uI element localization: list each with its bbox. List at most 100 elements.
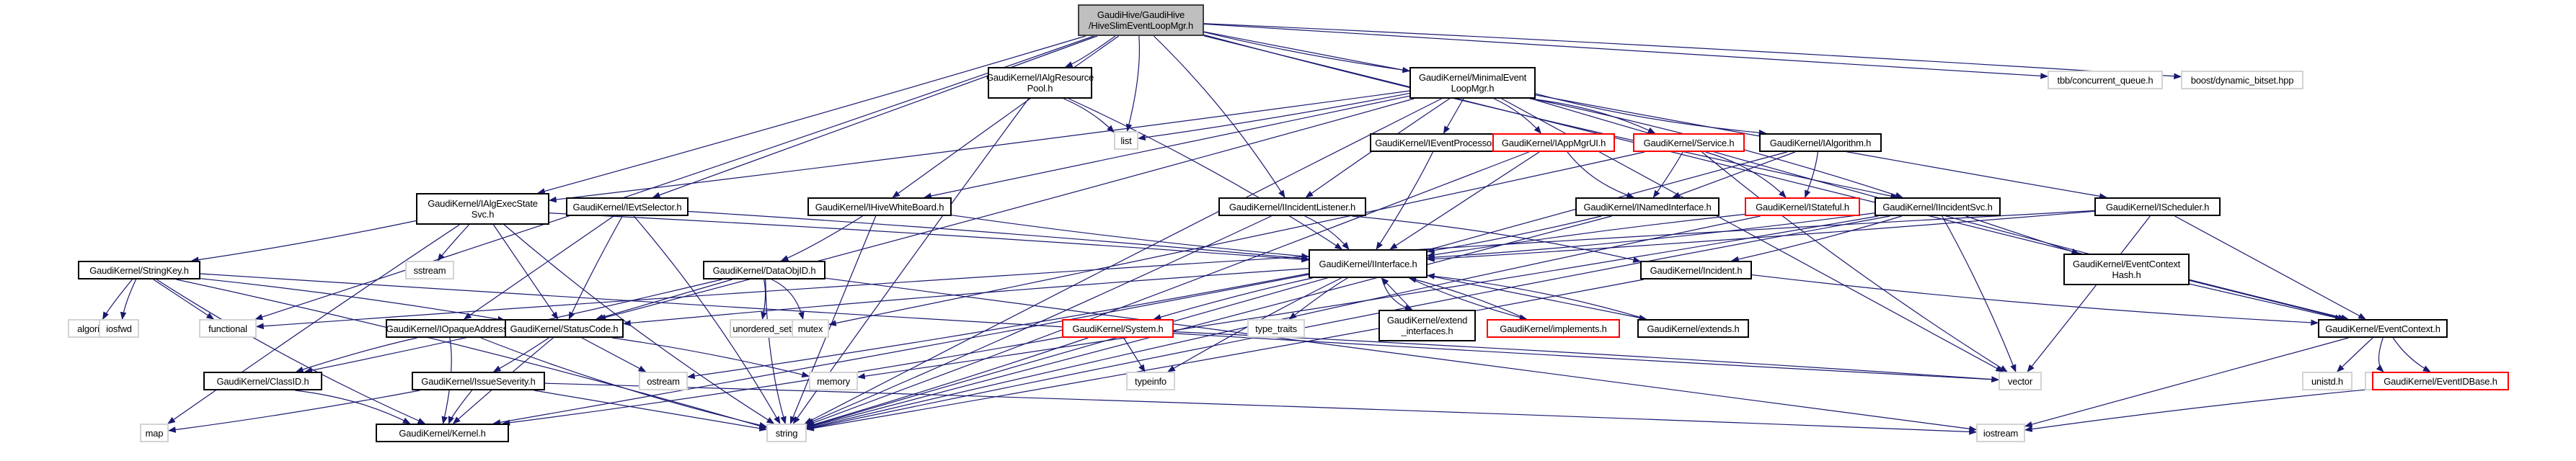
node-algorithm: algorithm [68, 319, 124, 338]
edge-iopaque-to-classid [295, 337, 417, 373]
edge-root-to-iinclist [1153, 35, 1285, 198]
edge-dataobjid-to-iostream [825, 277, 1978, 432]
node-ihivewb[interactable]: GaudiKernel/IHiveWhiteBoard.h [807, 197, 952, 216]
edge-iinclist-to-incident [1352, 215, 1642, 263]
edge-iincsvc-to-vector [1942, 215, 2017, 373]
edge-ischeduler-to-vector [2027, 215, 2151, 372]
edge-root-to-ihivewb [892, 35, 1120, 198]
edge-eventcontext-to-unistd [2336, 337, 2373, 372]
node-ialgexec[interactable]: GaudiKernel/IAlgExecState Svc.h [416, 193, 549, 225]
edge-ialgexec-to-map [167, 224, 460, 424]
edge-dataobjid-to-unordered_set [761, 279, 767, 321]
edge-classid-to-kernel [295, 390, 411, 424]
edge-ialgexec-to-sstream [437, 224, 469, 261]
node-memory: memory [809, 372, 858, 390]
node-ischeduler[interactable]: GaudiKernel/IScheduler.h [2094, 197, 2221, 216]
node-iinterface[interactable]: GaudiKernel/IInterface.h [1309, 249, 1428, 278]
node-inamed[interactable]: GaudiKernel/INamedInterface.h [1575, 197, 1719, 216]
node-eventcontext[interactable]: GaudiKernel/EventContext.h [2318, 319, 2448, 338]
node-ialgorithm[interactable]: GaudiKernel/IAlgorithm.h [1759, 133, 1882, 152]
node-type_traits: type_traits [1247, 319, 1305, 338]
edge-iincsvc-to-string [805, 215, 1890, 431]
node-istateful[interactable]: GaudiKernel/IStateful.h [1745, 197, 1860, 216]
node-iincsvc[interactable]: GaudiKernel/IIncidentSvc.h [1875, 197, 2001, 216]
edge-ihivewb-to-dataobjid [780, 215, 863, 261]
node-ostream: ostream [639, 372, 688, 390]
edge-iappmgrui-to-inamed [1567, 151, 1635, 198]
node-stringkey[interactable]: GaudiKernel/StringKey.h [78, 261, 200, 279]
edge-issuesev-to-map [167, 390, 420, 433]
edge-ievtsel-to-statuscode [568, 215, 623, 320]
edge-istateful-to-iinterface [1426, 213, 1745, 258]
edge-service-to-mutex [828, 151, 1645, 326]
node-extends[interactable]: GaudiKernel/extends.h [1637, 319, 1749, 338]
edge-iinterface-to-kernel [492, 274, 1309, 426]
edge-iinterface-to-extends [1427, 274, 1647, 321]
node-vector: vector [1999, 372, 2042, 390]
node-iappmgrui[interactable]: GaudiKernel/IAppMgrUI.h [1492, 133, 1615, 152]
edge-dataobjid-to-mutex [771, 279, 805, 321]
node-classid[interactable]: GaudiKernel/ClassID.h [203, 372, 322, 390]
edge-incident-to-eventcontext [1751, 274, 2319, 326]
edge-ischeduler-to-iinterface [1426, 210, 2095, 262]
edge-ischeduler-to-functional [255, 210, 2095, 330]
node-iosfwd: iosfwd [99, 319, 139, 338]
edge-algrespool-to-list [1063, 98, 1115, 133]
edge-minimal-to-list [1137, 92, 1410, 141]
edge-stringkey-to-algorithm [102, 279, 133, 320]
node-iinclist[interactable]: GaudiKernel/IIncidentListener.h [1218, 197, 1366, 216]
edge-issuesev-to-iostream [544, 382, 1978, 435]
edge-stringkey-to-statuscode [200, 278, 506, 323]
node-ievtsel[interactable]: GaudiKernel/IEvtSelector.h [566, 197, 689, 216]
node-functional: functional [199, 319, 257, 338]
edge-root-to-ievtsel [652, 35, 1098, 198]
edge-statuscode-to-memory [611, 337, 810, 378]
node-unistd: unistd.h [2302, 372, 2353, 390]
edge-ihivewb-to-string [789, 215, 877, 424]
edge-extendif-to-iinterface [1381, 277, 1412, 310]
edge-dataobjid-to-string [765, 279, 787, 425]
edge-statuscode-to-ostream [581, 337, 647, 372]
node-iopaque[interactable]: GaudiKernel/IOpaqueAddress.h [386, 319, 515, 338]
edge-root-to-algrespool [1064, 35, 1116, 68]
node-minimal[interactable]: GaudiKernel/MinimalEvent LoopMgr.h [1409, 67, 1536, 99]
edge-eventidbase-to-iostream [2024, 388, 2373, 432]
node-eventidbase[interactable]: GaudiKernel/EventIDBase.h [2372, 372, 2509, 390]
edge-evctxhash-to-eventcontext [2189, 283, 2343, 321]
edge-system-to-kernel [502, 336, 1063, 426]
node-issuesev[interactable]: GaudiKernel/IssueSeverity.h [412, 372, 545, 390]
node-string: string [766, 424, 807, 442]
edge-iinclist-to-string [806, 215, 1272, 425]
edge-iinterface-to-statuscode [622, 268, 1309, 326]
edge-minimal-to-statuscode [598, 98, 1415, 321]
node-kernel[interactable]: GaudiKernel/Kernel.h [376, 424, 509, 442]
edge-root-to-iincsvc [1203, 34, 1899, 200]
node-system[interactable]: GaudiKernel/System.h [1062, 319, 1174, 338]
node-implements[interactable]: GaudiKernel/implements.h [1487, 319, 1620, 338]
node-typeinfo: typeinfo [1126, 372, 1175, 390]
edge-ischeduler-to-eventcontext [2174, 215, 2366, 320]
node-tbb: tbb/concurrent_queue.h [2048, 71, 2163, 89]
edge-ialgorithm-to-istateful [1805, 151, 1818, 199]
node-dataobjid[interactable]: GaudiKernel/DataObjID.h [703, 261, 826, 279]
node-iostream: iostream [1976, 424, 2025, 442]
edge-ialgexec-to-string [503, 224, 775, 424]
node-map: map [140, 424, 169, 442]
node-ievtproc[interactable]: GaudiKernel/IEventProcessor.h [1370, 133, 1507, 152]
node-algrespool[interactable]: GaudiKernel/IAlgResource Pool.h [986, 67, 1094, 99]
edge-ialgexec-to-statuscode [492, 224, 559, 320]
node-service[interactable]: GaudiKernel/Service.h [1633, 133, 1745, 152]
node-statuscode[interactable]: GaudiKernel/StatusCode.h [505, 319, 624, 338]
edge-istateful-to-string [805, 215, 1761, 430]
node-evctxhash[interactable]: GaudiKernel/EventContext Hash.h [2063, 254, 2190, 285]
node-extendif[interactable]: GaudiKernel/extend _interfaces.h [1378, 310, 1476, 341]
edge-issuesev-to-string [534, 390, 768, 431]
node-root[interactable]: GaudiHive/GaudiHive /HiveSlimEventLoopMg… [1078, 4, 1204, 36]
edge-ievtproc-to-iinterface [1376, 151, 1433, 250]
edge-root-to-list [1125, 35, 1141, 133]
node-mutex: mutex [792, 319, 829, 338]
edge-iinclist-to-iinterface [1304, 215, 1350, 250]
edge-ialgorithm-to-string [805, 151, 1787, 429]
node-incident[interactable]: GaudiKernel/Incident.h [1640, 261, 1752, 279]
